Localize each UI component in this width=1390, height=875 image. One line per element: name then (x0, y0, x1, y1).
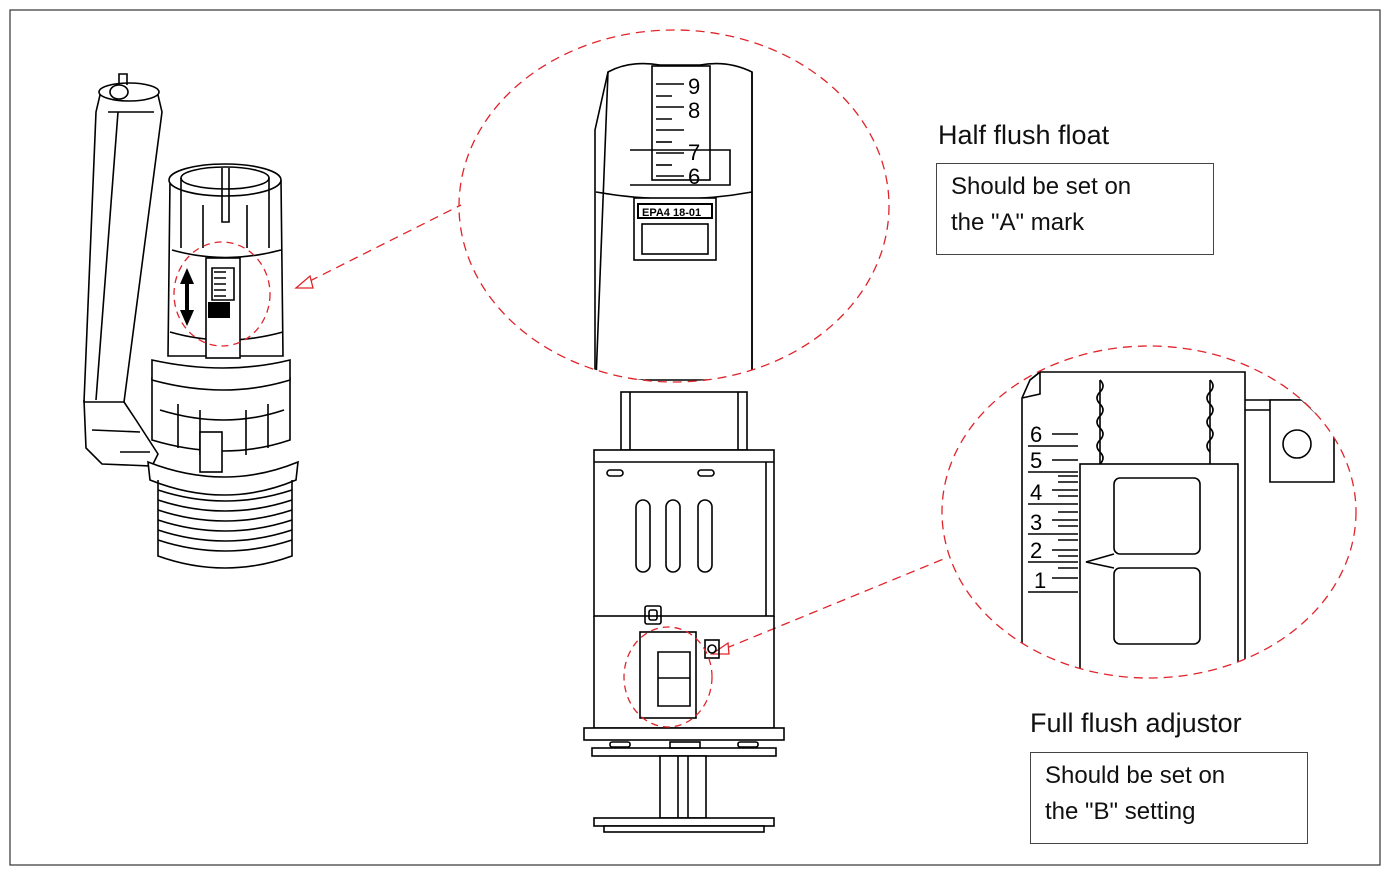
leader-lines (295, 204, 947, 655)
zoom-circle-half (458, 29, 890, 383)
valve-perspective (83, 73, 299, 569)
half-mark-9: 9 (688, 74, 700, 99)
zoom-circle-full (941, 345, 1357, 679)
full-mark-4: 4 (1030, 480, 1042, 505)
full-flush-note-line-1: Should be set on (1045, 762, 1226, 789)
full-mark-6: 6 (1030, 422, 1042, 447)
full-flush-title: Full flush adjustor (1030, 708, 1242, 738)
full-mark-1: 1 (1034, 568, 1046, 593)
full-mark-5: 5 (1030, 448, 1042, 473)
outer-frame (9, 9, 1381, 866)
full-flush-note-line-2: the "B" setting (1045, 798, 1196, 825)
half-flush-scale: 9 8 7 6 (656, 74, 700, 189)
half-flush-title: Half flush float (938, 120, 1110, 150)
full-mark-2: 2 (1030, 538, 1042, 563)
detail-ring-full (623, 626, 713, 728)
pointer-arrow-icon (294, 274, 730, 655)
zoom-full-flush: 6 5 4 3 2 1 (941, 345, 1357, 679)
double-arrow-icon (180, 268, 194, 326)
half-mark-6: 6 (688, 164, 700, 189)
zoom-half-flush: 9 8 7 6 EPA4 18-01 (458, 29, 890, 383)
detail-ring-half (173, 241, 271, 347)
float-tag-label: EPA4 18-01 (642, 207, 701, 219)
half-mark-8: 8 (688, 98, 700, 123)
half-mark-7: 7 (688, 140, 700, 165)
full-flush-note: Should be set on the "B" setting (1030, 752, 1308, 844)
half-flush-note: Should be set on the "A" mark (936, 163, 1214, 255)
half-flush-note-line-2: the "A" mark (951, 209, 1085, 236)
full-mark-3: 3 (1030, 510, 1042, 535)
half-flush-note-line-1: Should be set on (951, 173, 1132, 200)
full-flush-scale: 6 5 4 3 2 1 (1028, 422, 1078, 593)
valve-front-view (583, 391, 785, 833)
